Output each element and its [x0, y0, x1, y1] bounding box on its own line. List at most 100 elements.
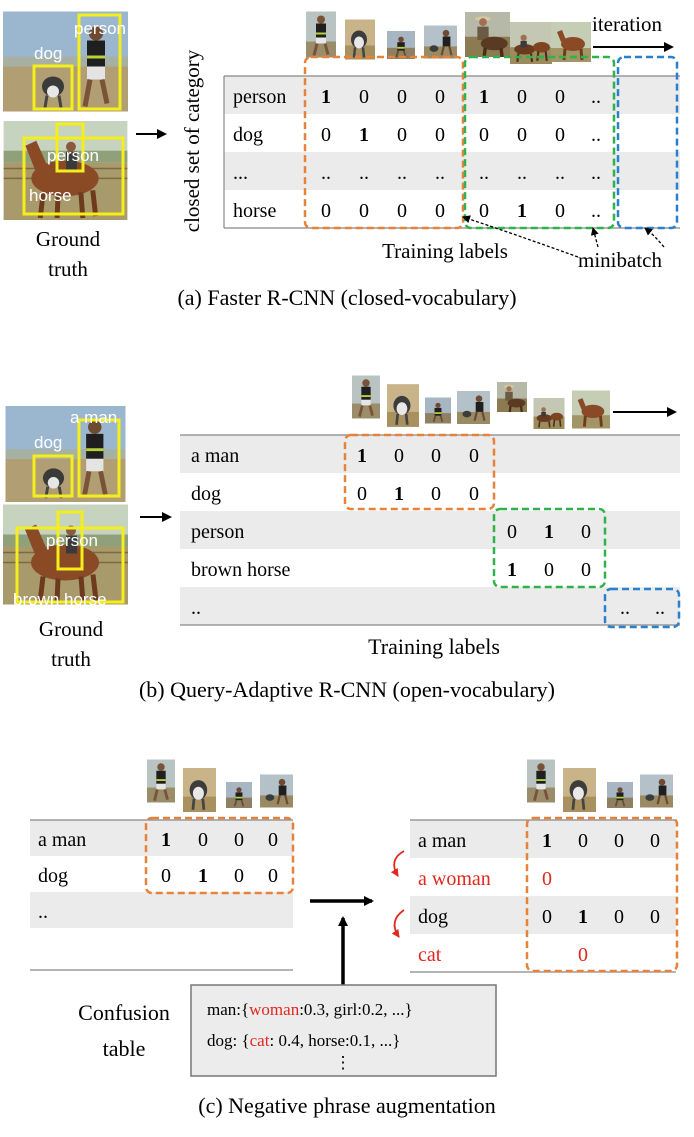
- training-labels-caption: Training labels: [382, 239, 508, 263]
- box-label-person: person: [46, 531, 98, 550]
- cell-value: ..: [620, 597, 630, 619]
- panel-b: dog a man person brown horse Ground trut…: [3, 373, 681, 702]
- green-minibatch-box: [463, 55, 616, 230]
- cell-value: 0: [555, 124, 565, 146]
- thumbnail-man-dog: [457, 389, 490, 426]
- cell-value: 0: [198, 829, 208, 851]
- cell-value: 0: [578, 830, 588, 852]
- cell-value: 0: [435, 124, 445, 146]
- cell-value: 0: [431, 445, 441, 467]
- cell-value: 0: [544, 559, 554, 581]
- cell-value: ..: [591, 124, 601, 146]
- thumbnail-man-dog: [424, 24, 457, 60]
- cell-value: 0: [321, 200, 331, 222]
- thumbnail-husky: [345, 18, 375, 61]
- yellow-bounding-boxes: [15, 418, 125, 604]
- cell-value: 0: [517, 86, 527, 108]
- cell-value: 1: [578, 906, 588, 928]
- row-label: a man: [191, 445, 239, 467]
- confusion-table-label: Confusion: [78, 1000, 170, 1025]
- thumbnail-man: [425, 396, 451, 425]
- thumbnail-cowboy: [465, 12, 510, 57]
- table-row-shade: [410, 896, 676, 934]
- thumbnail-man-dog: [260, 773, 293, 809]
- box-label-dog: dog: [34, 433, 62, 452]
- cell-value: ..: [591, 86, 601, 108]
- negative-label-value: 0: [578, 944, 588, 966]
- row-label: horse: [233, 200, 276, 222]
- table-row-shade: [30, 892, 293, 928]
- box-label-brown-horse: brown horse: [13, 590, 107, 609]
- cell-value: 0: [469, 445, 479, 467]
- box-label-person: person: [74, 19, 126, 38]
- thumbnail-husky: [563, 768, 596, 812]
- table-row-shade: [224, 152, 680, 190]
- minibatch-pointer: [590, 227, 599, 248]
- confusion-more-dots: ⋮: [335, 1053, 352, 1072]
- thumbnail-cowboy: [497, 382, 527, 412]
- minibatch-label: minibatch: [578, 248, 662, 272]
- table-row-shade: [410, 820, 676, 858]
- negative-label-value: 0: [542, 868, 552, 890]
- cell-value: 0: [650, 830, 660, 852]
- cell-value: 1: [198, 865, 208, 887]
- cell-value: 0: [397, 200, 407, 222]
- thumbnail-runner: [147, 760, 175, 803]
- table-row-shade: [224, 76, 680, 114]
- orange-minibatch-box: [144, 816, 295, 895]
- cell-value: 0: [359, 86, 369, 108]
- yellow-bounding-boxes: [22, 13, 125, 216]
- cell-value: 0: [431, 483, 441, 505]
- orange-minibatch-box: [525, 816, 679, 973]
- cell-value: 0: [614, 906, 624, 928]
- caption-a: (a) Faster R-CNN (closed-vocabulary): [177, 285, 516, 310]
- cell-value: 0: [517, 124, 527, 146]
- cell-value: 0: [234, 829, 244, 851]
- confusion-line-man: man:{woman:0.3, girl:0.2, ...}: [207, 1000, 413, 1019]
- cell-value: 0: [469, 483, 479, 505]
- cell-value: 0: [268, 865, 278, 887]
- table-row-shade: [180, 587, 680, 625]
- cell-value: 0: [268, 829, 278, 851]
- cell-value: ..: [655, 597, 665, 619]
- row-label: ..: [38, 901, 48, 923]
- cell-value: 0: [397, 86, 407, 108]
- cell-value: ..: [359, 162, 369, 184]
- thumbnail-man: [387, 29, 415, 61]
- cell-value: ..: [591, 162, 601, 184]
- cell-value: 1: [359, 124, 369, 146]
- cell-value: 1: [357, 445, 367, 467]
- minibatch-pointer: [462, 215, 579, 258]
- cell-value: 0: [555, 200, 565, 222]
- cell-value: 0: [479, 124, 489, 146]
- ground-truth-label: truth: [51, 647, 91, 671]
- row-label: person: [191, 521, 244, 543]
- ground-truth-label: Ground: [36, 227, 101, 251]
- cell-value: 0: [234, 865, 244, 887]
- box-label-a-man: a man: [70, 408, 117, 427]
- cell-value: ..: [397, 162, 407, 184]
- cell-value: 1: [544, 521, 554, 543]
- cell-value: 1: [321, 86, 331, 108]
- cell-value: 0: [359, 200, 369, 222]
- box-label-person: person: [47, 146, 99, 165]
- augment-arrow: [391, 909, 405, 938]
- ground-truth-label: Ground: [39, 617, 104, 641]
- thumbnail-runner: [527, 760, 555, 803]
- table-row-empty: [30, 928, 293, 964]
- confusion-table-label: table: [103, 1036, 146, 1061]
- ground-truth-label: truth: [48, 257, 88, 281]
- panel-a: dog person person horse Ground truth clo…: [3, 9, 680, 310]
- row-label: dog: [191, 483, 221, 505]
- cell-value: 0: [435, 200, 445, 222]
- cell-value: 0: [321, 124, 331, 146]
- cell-value: 0: [397, 124, 407, 146]
- negative-phrase-label: cat: [418, 944, 442, 966]
- caption-c: (c) Negative phrase augmentation: [198, 1093, 495, 1118]
- iteration-label: iteration: [592, 12, 662, 36]
- table-row-shade: [30, 820, 293, 856]
- thumbnail-runner: [352, 373, 380, 421]
